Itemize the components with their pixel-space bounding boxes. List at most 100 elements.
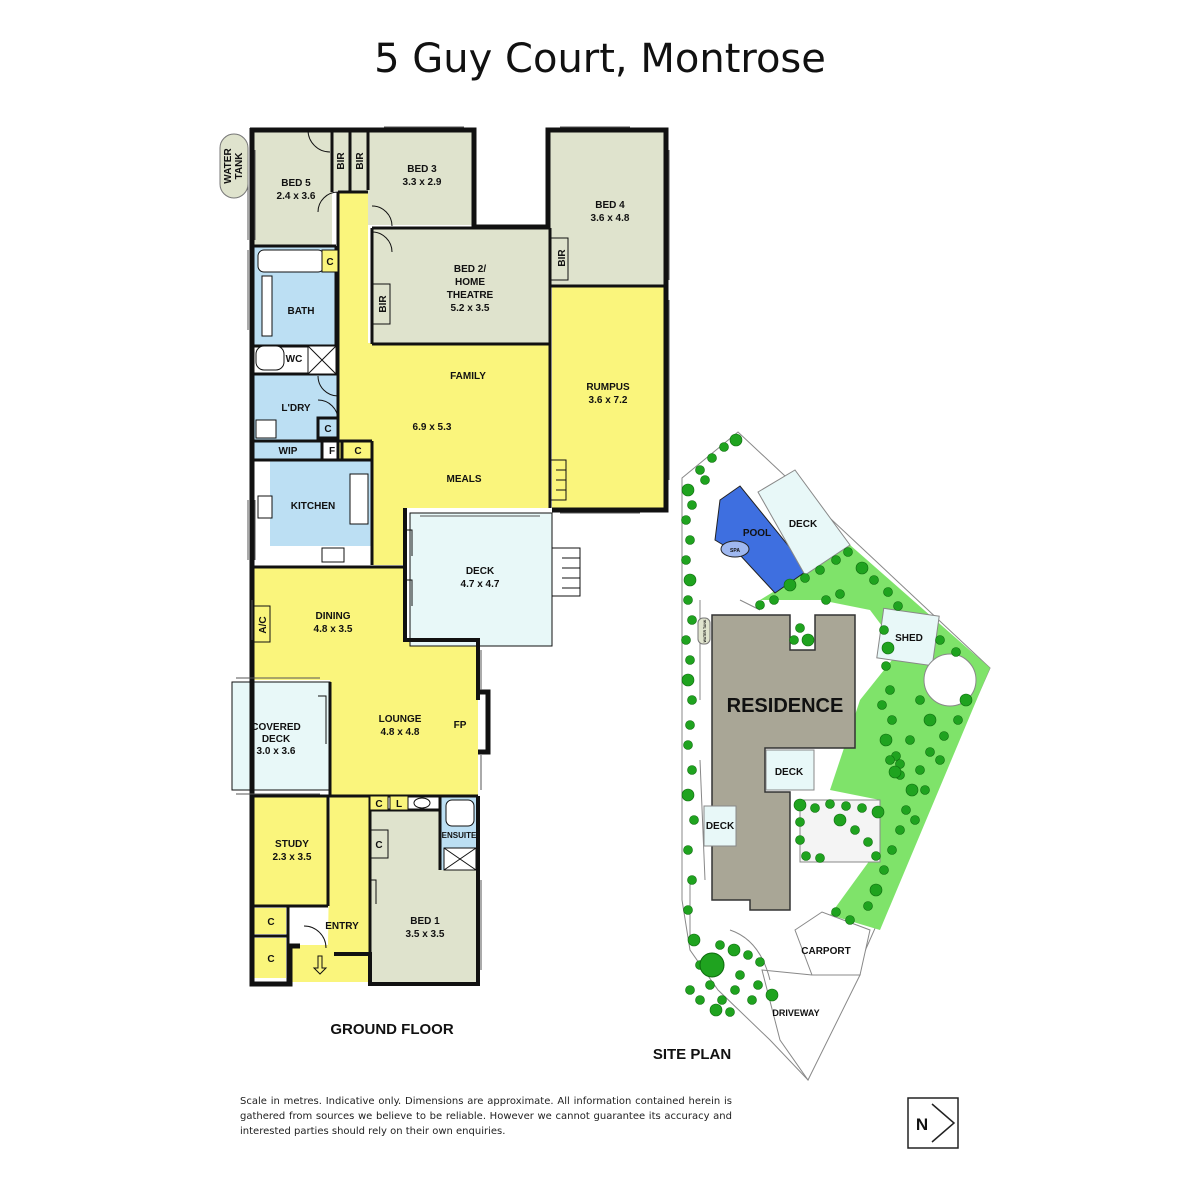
site-spa-label: SPA [730,548,740,554]
tree-icon [959,693,973,707]
linen-label: L [396,799,402,810]
tree-icon [869,883,883,897]
tree-icon [681,483,695,497]
bir-fill-2 [351,131,369,191]
ac-box [253,605,271,643]
tree-icon [915,765,925,775]
room-labels: WATER TANK BED 5 2.4 x 3.6 BIR BIR BED 3… [223,148,630,1038]
tree-icon [729,433,743,447]
bed5-fill [252,131,332,245]
outer-wall-lower-left [249,567,300,987]
deck-dims: 4.7 x 4.7 [461,579,500,590]
water-tank-label-1: WATER [223,148,234,184]
tree-icon [795,623,805,633]
bed3-fill [368,131,472,225]
site-water-tank-shape [697,617,711,645]
ground-floor-label: GROUND FLOOR [330,1021,453,1038]
tree-icon [795,835,805,845]
cupboard-label-7: C [267,954,274,965]
tree-icon [887,845,897,855]
tree-icon [683,740,693,750]
tree-icon [801,633,815,647]
tree-icon [795,817,805,827]
tree-icon [887,715,897,725]
tree-icon [747,995,757,1005]
robe-box [369,829,389,859]
wip-label: WIP [279,446,298,457]
site-residence-label: RESIDENCE [727,695,844,717]
rumpus-label: RUMPUS [586,382,630,393]
ac-label: A/C [258,616,269,633]
tree-icon [685,985,695,995]
residence-shape [711,614,856,911]
tree-icon [687,765,697,775]
tree-icon [681,515,691,525]
tree-icon [800,573,810,583]
turning-circle [923,653,977,707]
bed1-label: BED 1 [410,916,440,927]
tree-icon [843,547,853,557]
tree-icon [683,845,693,855]
tree-icon [687,695,697,705]
tree-icon [879,625,889,635]
bir-box-4 [371,283,391,325]
bir-label-2: BIR [355,152,366,170]
lounge-label: LOUNGE [379,714,422,725]
tree-icon [935,635,945,645]
tree-icon [879,733,893,747]
dining-lounge-fill [252,567,478,796]
tree-icon [687,875,697,885]
tree-icon [915,695,925,705]
outer-wall-entry [334,796,480,986]
tree-icon [883,587,893,597]
laundry-label: L'DRY [281,403,311,414]
tree-icon [783,578,797,592]
tree-icon [681,673,695,687]
outer-wall-top [250,127,550,230]
tree-icon [857,803,867,813]
tree-icon [755,957,765,967]
tree-icon [815,565,825,575]
bed3-label: BED 3 [407,164,437,175]
site-driveway-label: DRIVEWAY [772,1008,819,1018]
bed2-fill [372,229,550,343]
tree-icon [685,655,695,665]
tree-icon [793,798,807,812]
tree-icon [831,907,841,917]
family-dims: 6.9 x 5.3 [413,422,452,433]
bed5-dims: 2.4 x 3.6 [277,191,316,202]
cupboard-label-1: C [326,257,333,268]
tree-icon [901,805,911,815]
tree-icon [727,943,741,957]
driveway-shape [761,969,861,1081]
bir-fill-1 [332,131,350,191]
tree-icon [810,803,820,813]
dining-dims: 4.8 x 3.5 [314,624,353,635]
dining-label: DINING [316,611,351,622]
fixtures [255,249,477,975]
site-carport-label: CARPORT [801,946,850,957]
cupboard-box-1 [321,249,339,273]
tree-icon [845,915,855,925]
tree-icon [755,600,765,610]
site-deck-left-shape [703,805,737,847]
tree-icon [725,1007,735,1017]
cupboard-label-5: C [375,840,382,851]
tree-icon [681,555,691,565]
tree-icon [877,700,887,710]
tree-icon [835,589,845,599]
tree-icon [871,805,885,819]
tree-icon [715,940,725,950]
bir-label-1: BIR [336,152,347,170]
door-swings [303,129,413,949]
tree-icon [905,783,919,797]
tree-icon [923,713,937,727]
wc-label: WC [286,354,303,365]
f-label: F [329,446,335,457]
ensuite-label: ENSUITE [442,831,477,840]
walls [231,126,670,987]
tree-icon [879,865,889,875]
tree-icon [717,995,727,1005]
tree-icon [815,853,825,863]
